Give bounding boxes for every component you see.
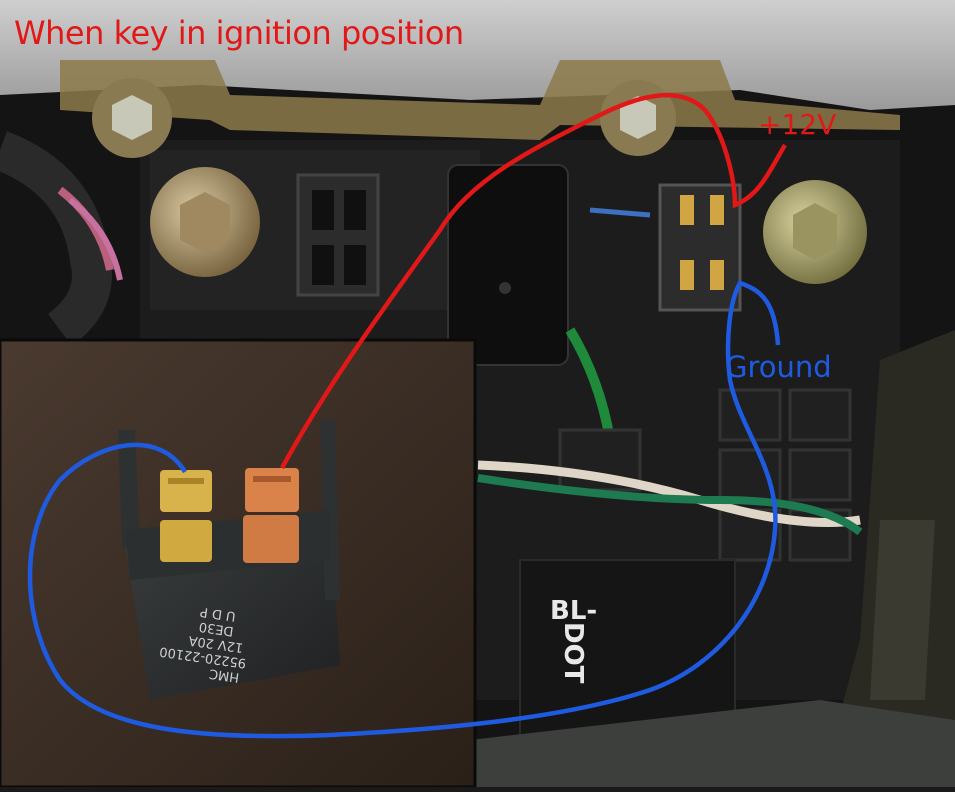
ground-wire-annotation (27, 280, 781, 739)
annotation-title: When key in ignition position (14, 14, 464, 52)
positive-wire-annotation (280, 92, 787, 470)
relay-photo (118, 420, 340, 700)
box-print-line1: BL- (550, 596, 598, 626)
metal-bracket (60, 60, 900, 140)
box-print-line2: DOT (558, 622, 588, 684)
ground-label: Ground (725, 350, 832, 384)
relay-socket-right (658, 183, 742, 312)
relay-brand: HMC (208, 665, 240, 684)
positive-label: +12V (758, 108, 837, 141)
relay-line3: DE30 (198, 619, 235, 639)
relay-line4: U D P (199, 604, 237, 624)
